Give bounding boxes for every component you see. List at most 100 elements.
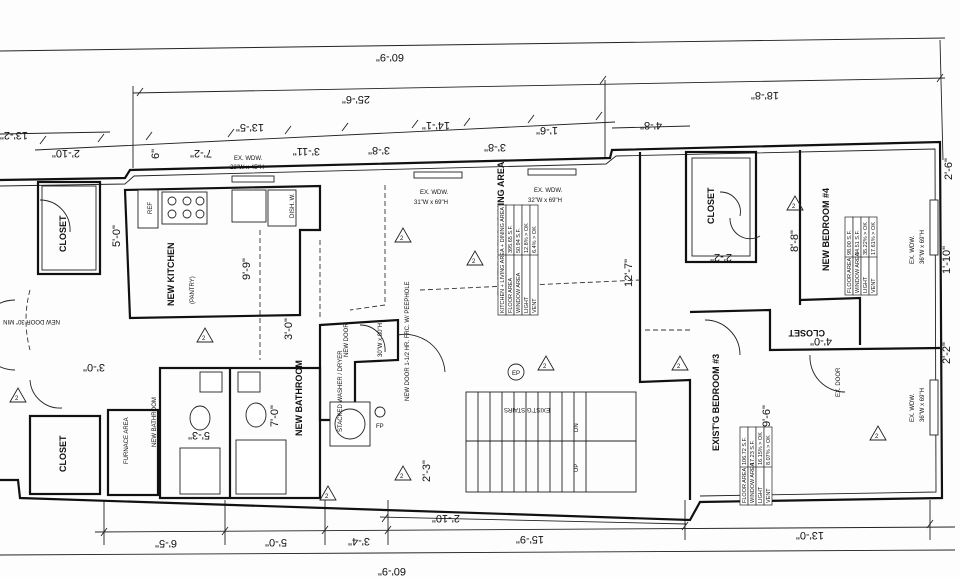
dim-13-5: 13'-5" — [236, 121, 264, 133]
dimension-labels: 60'-9" 25'-6" 18'-8" 13'-2" 2'-10" 6" 7'… — [0, 51, 955, 577]
dim-int-2-3: 2'-3" — [421, 460, 433, 482]
table-cell-value: 17.23 S.F. — [750, 440, 756, 465]
table-cell-label: VENT — [766, 488, 772, 503]
dim-top-left: 13'-2" — [0, 129, 28, 141]
dim-3-8b: 3'-8" — [484, 141, 506, 153]
dim-3-8a: 3'-8" — [368, 144, 390, 156]
stairs-up: UP — [574, 464, 580, 472]
table-cell-value: 50.94 S.F. — [516, 228, 522, 253]
table-cell-label: VENT — [532, 298, 538, 313]
table-cell-label: FLOOR AREA — [508, 278, 514, 313]
dim-int-3-0b: 3'-0" — [83, 361, 105, 373]
rev-triangle-6: 2 — [400, 474, 404, 480]
dim-bot-5-0: 5'-0" — [265, 536, 287, 548]
table-cell-label: WINDOW AREA — [855, 252, 861, 293]
dim-4-8: 4'-8" — [640, 119, 662, 131]
room-closet-lower: CLOSET — [58, 435, 68, 472]
dim-int-2-6: 2'-6" — [943, 158, 955, 180]
door-new-label: NEW DOOR — [344, 323, 350, 357]
dim-int-4-0: 4'-0" — [810, 335, 832, 347]
dim-int-2-2b: 2'-2" — [941, 342, 953, 364]
room-furnace: FURNACE AREA — [124, 417, 130, 464]
window-2-label: EX. WDW. — [420, 190, 449, 196]
door-note: NEW DOOR 1-1/2 HR. FRC. W/ PEEPHOLE — [405, 281, 411, 401]
dim-int-2-2: 2'-2" — [710, 251, 732, 263]
table-cell-label: WINDOW AREA — [750, 462, 756, 503]
dim-overall-bottom: 60'-9" — [378, 565, 406, 577]
room-dish: DISH. W. — [290, 193, 296, 218]
dim-top-right: 18'-8" — [751, 89, 779, 101]
window-1-label: EX. WDW. — [234, 156, 263, 162]
window-4-label: EX. WDW. — [910, 235, 916, 264]
table-cell-value: 98.00 S.F. — [847, 230, 853, 255]
table-cell-label: LIGHT — [863, 276, 869, 293]
table-row — [529, 204, 539, 316]
dim-14-1: 14'-1" — [422, 119, 450, 131]
dim-int-7-0: 7'-0" — [269, 405, 281, 427]
table-row — [868, 216, 878, 296]
dim-2-10: 2'-10" — [52, 147, 80, 159]
table-cell-value: 395.65 S.F. — [508, 225, 514, 253]
room-bedroom4: NEW BEDROOM #4 — [821, 188, 831, 271]
misc-notes: EXIST'G STAIRS DN UP EP FP — [374, 363, 580, 472]
revision-markers: 2 2 2 2 2 2 2 2 2 2 — [9, 195, 887, 501]
door-new-size: 30"W x 80"H — [378, 323, 384, 357]
dim-int-3-0a: 3'-0" — [283, 318, 295, 340]
window-1-size: 28"W x 45"H — [230, 165, 264, 171]
building-walls — [0, 140, 944, 522]
dim-int-5-3: 5'-3" — [188, 429, 210, 441]
table-cell-label: VENT — [871, 278, 877, 293]
dim-int-1-10: 1'-10" — [941, 246, 953, 274]
window-2-size: 31"W x 69"H — [414, 200, 448, 206]
table-cell-label: FLOOR AREA — [742, 468, 748, 503]
stair-treads — [466, 392, 636, 492]
room-stacked: STACKED WASHER / DRYER — [338, 350, 344, 432]
dimension-lines-bottom — [0, 500, 956, 556]
door-existing: EX. DOOR — [836, 367, 842, 397]
dim-int-9-6: 9'-6" — [761, 405, 773, 427]
table-cell-label: FLOOR AREA — [847, 258, 853, 293]
rev-triangle-1: 2 — [400, 236, 404, 242]
dimension-lines-top — [0, 37, 946, 168]
stairs-label: EXIST'G STAIRS — [504, 406, 550, 412]
rev-triangle-8: 2 — [792, 204, 796, 210]
table-cell-label: WINDOW AREA — [516, 272, 522, 313]
room-ref: REF — [148, 202, 154, 214]
table-row — [763, 426, 773, 506]
table-cell-value: 12.8% > OK — [524, 223, 530, 253]
room-bathroom2: NEW BATHROOM — [152, 397, 158, 447]
window-3-size: 32"W x 69"H — [528, 198, 562, 204]
table-cell-value: 34.51 S.F. — [855, 230, 861, 255]
room-bedroom3: EXIST'G BEDROOM #3 — [711, 354, 721, 451]
window-door-notes: EX. WDW. 28"W x 45"H EX. WDW. 31"W x 69"… — [3, 156, 926, 422]
door-min: NEW DOOR 30" MIN — [3, 318, 60, 324]
dim-top-mid: 25'-6" — [342, 93, 370, 105]
table-cell-value: 8.07% > OK — [766, 435, 772, 465]
dim-3-11: 3'-11" — [293, 145, 320, 157]
dim-1-6: 1'-6" — [536, 124, 558, 136]
window-5-size: 36"W x 69"H — [920, 388, 926, 422]
window-3-label: EX. WDW. — [534, 188, 563, 194]
rev-triangle-3: 2 — [202, 336, 206, 342]
rev-triangle-10: 2 — [543, 364, 547, 370]
dim-bot-6-5: 6'-5" — [155, 537, 177, 549]
stairs-dn: DN — [574, 423, 580, 432]
fp-label: FP — [376, 424, 384, 430]
rev-triangle-7: 2 — [677, 364, 681, 370]
dim-int-8-8: 8'-8" — [789, 230, 801, 252]
table-cell-value: 35.22% > OK — [863, 222, 869, 255]
room-kitchen-sub: (PANTRY) — [190, 276, 196, 304]
dim-bot-15-9: 15'-9" — [516, 533, 544, 545]
table-cell-label: KITCHEN + LIVING AREA + DINING AREA — [500, 207, 506, 313]
ep-label: EP — [512, 371, 520, 377]
room-closet-left: CLOSET — [58, 215, 68, 252]
dim-7-2: 7'-2" — [190, 147, 212, 159]
table-cell-label: LIGHT — [524, 296, 530, 313]
table-cell-value: 16.15% > OK — [758, 432, 764, 465]
rev-triangle-4: 2 — [15, 396, 19, 402]
dim-int-9-9: 9'-9" — [241, 258, 253, 280]
dim-bot-3-4: 3'-4" — [348, 535, 370, 547]
